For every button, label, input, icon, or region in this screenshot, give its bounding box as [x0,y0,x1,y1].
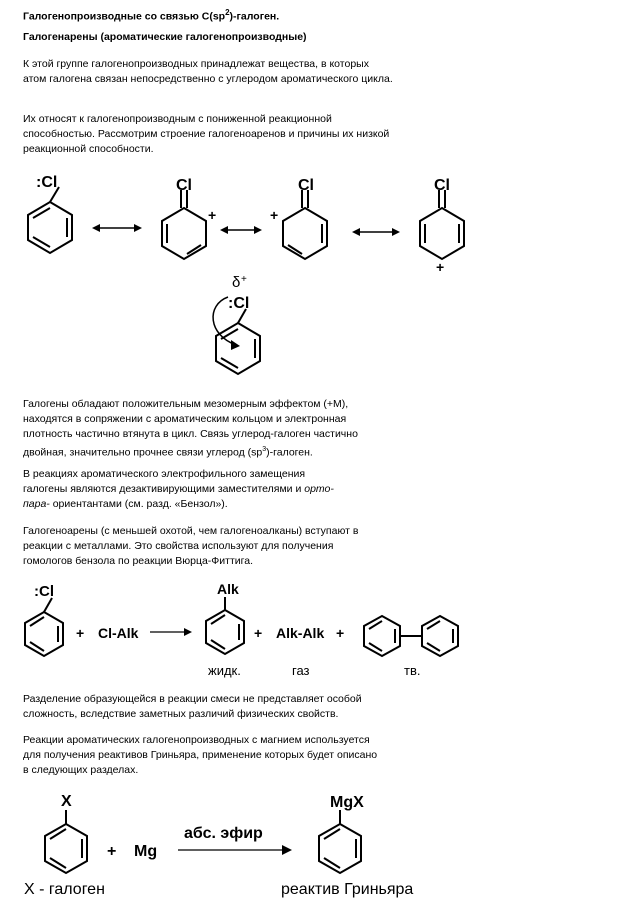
paragraph-reactivity: Их относят к галогенопроизводным с пониж… [23,113,390,155]
svg-text:+: + [270,207,278,223]
paragraph-intro: К этой группе галогенопроизводных принад… [23,58,393,85]
reaction-condition: абс. эфир [184,825,263,842]
wurtz-fittig-scheme: :Cl + Cl-Alk Alk + Alk-Alk + жидк. газ т… [24,581,459,678]
svg-text:Cl: Cl [434,177,450,194]
paragraph-grignard: Реакции ароматических галогенопроизводны… [23,734,378,776]
cl-lone-pair-label: :Cl [36,174,57,191]
svg-text::Cl: :Cl [228,295,249,312]
paragraph-separation: Разделение образующейся в реакции смеси … [23,693,362,720]
svg-text:+: + [76,625,84,641]
solid-label: тв. [404,663,420,678]
grignard-reagent-label: реактив Гриньяра [281,881,413,898]
svg-text:+: + [436,259,444,275]
svg-text:δ: δ [232,274,240,291]
para-quinoid-structure [282,190,328,261]
chlorobenzene-structure [27,186,73,255]
svg-text::Cl: :Cl [34,583,54,600]
section-subtitle: Галогенарены (ароматические галогенопрои… [23,31,307,43]
ortho-quinoid-structure [161,190,207,261]
grignard-scheme: X + Mg абс. эфир MgX X - галоген реактив… [24,793,413,898]
para-cation-structure [419,190,465,261]
halogen-label: X - галоген [24,881,105,898]
gas-label: газ [292,663,310,678]
paragraph-metals: Галогеноарены (с меньшей охотой, чем гал… [23,525,359,567]
svg-text:Mg: Mg [134,843,157,860]
svg-text:+: + [336,625,344,641]
svg-text:MgX: MgX [330,794,364,811]
svg-text:+: + [107,843,116,860]
svg-text:Alk-Alk: Alk-Alk [276,625,324,641]
paragraph-substitution: В реакциях ароматического электрофильног… [23,468,334,510]
paragraph-mesomeric: Галогены обладают положительным мезомерн… [23,398,358,459]
page-title: Галогенопроизводные со связью C(sp2)-гал… [23,8,280,23]
svg-text:Cl-Alk: Cl-Alk [98,625,139,641]
svg-text:+: + [254,625,262,641]
svg-text:+: + [208,207,216,223]
svg-text:Cl: Cl [298,177,314,194]
liquid-label: жидк. [208,663,241,678]
svg-text:Cl: Cl [176,177,192,194]
svg-text:Alk: Alk [217,581,239,597]
dipole-structure: δ + :Cl [212,274,261,376]
svg-text:+: + [241,274,247,285]
resonance-structures: :Cl Cl + + Cl Cl + [27,174,465,275]
svg-text:X: X [61,793,72,810]
